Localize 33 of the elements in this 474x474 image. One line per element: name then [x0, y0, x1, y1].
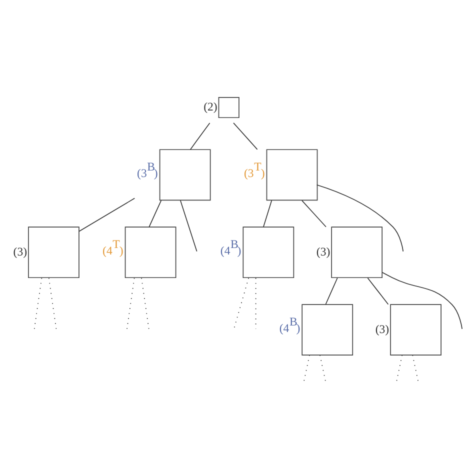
- connector: [126, 277, 135, 329]
- connector: [263, 200, 272, 227]
- node-box: [242, 226, 294, 278]
- connector: [34, 277, 42, 329]
- connector: [141, 277, 150, 329]
- connector: [234, 277, 250, 329]
- node-label: (3): [316, 244, 330, 258]
- node-box: [302, 304, 354, 355]
- connector: [302, 200, 326, 227]
- connector: [303, 354, 310, 382]
- node-box: [218, 96, 240, 118]
- node-box: [28, 226, 80, 278]
- node-box: [159, 148, 211, 200]
- connector: [233, 122, 258, 150]
- connector: [396, 354, 403, 382]
- node-box: [390, 304, 442, 355]
- connector: [48, 277, 57, 329]
- connector: [316, 184, 404, 252]
- node-label: (3): [375, 322, 390, 336]
- connector: [190, 122, 210, 150]
- connector: [382, 272, 462, 329]
- connector: [325, 277, 338, 304]
- node-box: [124, 226, 176, 278]
- connector: [180, 200, 198, 252]
- connector: [367, 277, 389, 304]
- connector: [320, 354, 326, 382]
- connector: [148, 200, 162, 227]
- node-label: (3): [13, 244, 28, 258]
- node-label: (2): [204, 100, 218, 114]
- node-box: [266, 148, 318, 200]
- node-box: [331, 226, 383, 278]
- connector: [78, 197, 136, 232]
- connector: [412, 354, 419, 382]
